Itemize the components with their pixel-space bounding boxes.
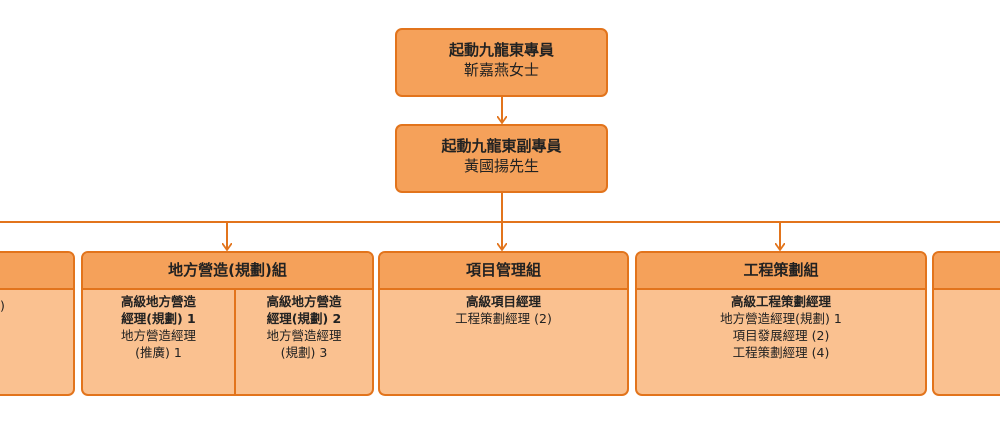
engineering-planning-group-box: 工程策劃組 高級工程策劃經理 地方營造經理(規劃) 1 項目發展經理 (2) 工… <box>635 251 927 396</box>
staff-line: 工程策劃經理 (4) <box>732 345 830 360</box>
senior-manager-line: 高級地方營造 <box>120 294 196 309</box>
senior-manager-line: 高級工程策劃經理 <box>730 294 831 309</box>
staff-line: (規劃) 3 <box>280 345 328 360</box>
commissioner-box: 起動九龍東專員 靳嘉燕女士 <box>395 28 608 97</box>
project-management-group-body: 高級項目經理 工程策劃經理 (2) <box>380 290 627 394</box>
placemaking-planning-col-1: 高級地方營造 經理(規劃) 1 地方營造經理 (推廣) 1 <box>83 290 234 394</box>
project-management-group-box: 項目管理組 高級項目經理 工程策劃經理 (2) <box>378 251 629 396</box>
staff-line: 項目發展經理 (2) <box>732 328 830 343</box>
placemaking-planning-group-title: 地方營造(規劃)組 <box>83 253 372 290</box>
deputy-commissioner-title: 起動九龍東副專員 <box>441 137 562 155</box>
engineering-planning-group-body: 高級工程策劃經理 地方營造經理(規劃) 1 項目發展經理 (2) 工程策劃經理 … <box>637 290 925 394</box>
right-partial-group-header <box>934 253 1000 290</box>
staff-line: 地方營造經理 <box>266 328 342 343</box>
column-divider <box>234 290 236 394</box>
placemaking-planning-group-box: 地方營造(規劃)組 高級地方營造 經理(規劃) 1 地方營造經理 (推廣) 1 … <box>81 251 374 396</box>
senior-manager-line: 高級項目經理 <box>465 294 541 309</box>
project-management-group-title: 項目管理組 <box>380 253 627 290</box>
senior-manager-line: 高級地方營造 <box>266 294 342 309</box>
deputy-commissioner-name: 黃國揚先生 <box>463 157 539 175</box>
senior-manager-line: 經理(規劃) 1 <box>121 311 196 326</box>
right-partial-group-box <box>932 251 1000 396</box>
left-partial-fragment: ) <box>0 298 5 313</box>
commissioner-title: 起動九龍東專員 <box>448 41 554 59</box>
deputy-commissioner-box: 起動九龍東副專員 黃國揚先生 <box>395 124 608 193</box>
placemaking-planning-col-2: 高級地方營造 經理(規劃) 2 地方營造經理 (規劃) 3 <box>236 290 372 394</box>
placemaking-planning-group-body: 高級地方營造 經理(規劃) 1 地方營造經理 (推廣) 1 高級地方營造 經理(… <box>83 290 372 394</box>
staff-line: 地方營造經理(規劃) 1 <box>720 311 842 326</box>
left-partial-group-header <box>0 253 73 290</box>
staff-line: 工程策劃經理 (2) <box>455 311 552 326</box>
commissioner-name: 靳嘉燕女士 <box>463 61 539 79</box>
staff-line: 地方營造經理 <box>120 328 196 343</box>
staff-line: (推廣) 1 <box>135 345 182 360</box>
senior-manager-line: 經理(規劃) 2 <box>266 311 342 326</box>
engineering-planning-group-title: 工程策劃組 <box>637 253 925 290</box>
left-partial-group-box: ) <box>0 251 75 396</box>
